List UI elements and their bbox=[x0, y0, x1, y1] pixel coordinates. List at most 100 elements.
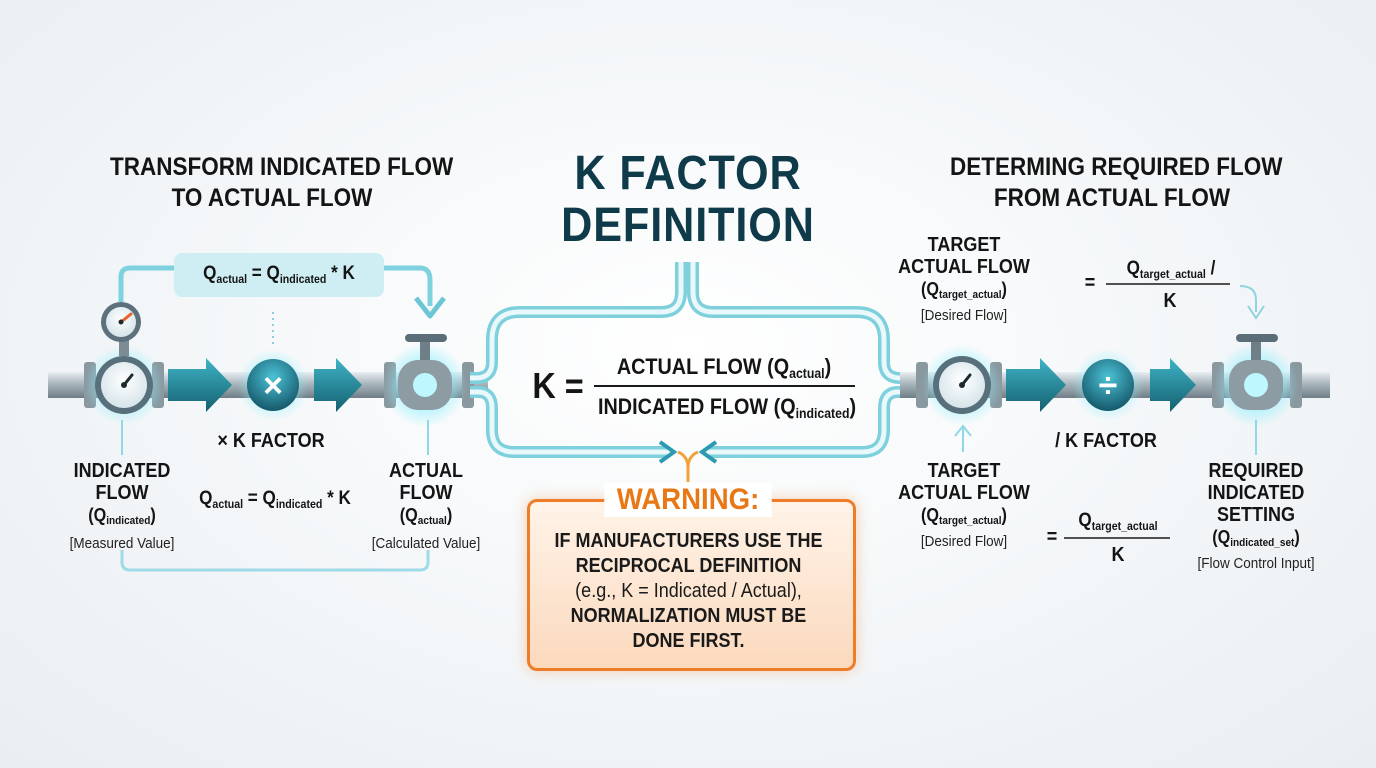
formula-equals: = Q bbox=[243, 488, 276, 509]
target-line2: ACTUAL FLOW bbox=[898, 256, 1030, 278]
denominator-text: INDICATED FLOW (Q bbox=[598, 394, 796, 419]
formula-q: Q bbox=[199, 488, 213, 509]
right-formula-bottom-numerator: Qtarget_actual bbox=[1068, 510, 1169, 533]
formula-highlight-box bbox=[174, 253, 384, 297]
flow-arrow-icon bbox=[168, 358, 232, 412]
left-heading: TRANSFORM INDICATED FLOW TO ACTUAL FLOW bbox=[110, 152, 454, 214]
right-heading: DETERMING REQUIRED FLOW FROM ACTUAL FLOW bbox=[950, 152, 1283, 214]
target-actual-flow-top-label: TARGET ACTUAL FLOW (Qtarget_actual) [Des… bbox=[890, 234, 1038, 327]
symbol-sub: target_actual bbox=[939, 515, 1002, 528]
target-note: [Desired Flow] bbox=[920, 533, 1008, 550]
actual-flow-label: ACTUAL FLOW (Qactual) [Calculated Value] bbox=[354, 460, 498, 555]
divide-k-label: / K FACTOR bbox=[1055, 430, 1157, 452]
formula-sub-actual: actual bbox=[212, 497, 244, 511]
right-formula-top-equals: = bbox=[1084, 272, 1096, 294]
right-formula-top-denominator: K bbox=[1163, 290, 1177, 312]
formula-q: Q bbox=[1126, 258, 1140, 279]
k-symbol: K = bbox=[532, 365, 584, 406]
required-line1: REQUIRED bbox=[1208, 460, 1304, 482]
symbol-q: (Q bbox=[399, 505, 418, 525]
left-heading-line1: TRANSFORM INDICATED FLOW bbox=[110, 153, 454, 181]
formula-sub: target_actual bbox=[1091, 519, 1158, 533]
indicated-line2: FLOW bbox=[95, 482, 149, 504]
indicated-line1: INDICATED bbox=[73, 460, 171, 482]
multiply-operator-icon: × bbox=[237, 349, 309, 421]
bottom-bracket-line bbox=[120, 550, 430, 572]
target-note: [Desired Flow] bbox=[920, 307, 1008, 324]
indicated-note: [Measured Value] bbox=[69, 535, 175, 552]
symbol-close: ) bbox=[150, 505, 156, 525]
warning-text: IF MANUFACTURERS USE THE RECIPROCAL DEFI… bbox=[543, 529, 834, 654]
warning-line: DONE FIRST. bbox=[632, 630, 745, 652]
main-title-line1: K FACTOR bbox=[574, 147, 802, 200]
formula-sub-indicated: indicated bbox=[279, 272, 327, 286]
symbol-q: (Q bbox=[921, 279, 940, 299]
actual-note: [Calculated Value] bbox=[371, 535, 481, 552]
main-title-line2: DEFINITION bbox=[561, 199, 815, 252]
warning-box bbox=[527, 499, 856, 671]
flow-arrow-icon bbox=[314, 358, 362, 412]
target-symbol: (Qtarget_actual) bbox=[890, 504, 1038, 529]
formula-times-k: * K bbox=[322, 488, 351, 509]
right-formula-top-numerator: Qtarget_actual / bbox=[1113, 258, 1230, 281]
symbol-q: (Q bbox=[1212, 527, 1231, 547]
required-symbol: (Qindicated_set) bbox=[1179, 526, 1334, 551]
symbol-close: ) bbox=[446, 505, 453, 525]
warning-line: NORMALIZATION MUST BE bbox=[570, 605, 807, 627]
symbol-sub: indicated_set bbox=[1230, 537, 1295, 550]
symbol-close: ) bbox=[1294, 527, 1300, 547]
multiply-glyph: × bbox=[263, 367, 283, 405]
arrow-down-icon bbox=[1247, 305, 1265, 320]
k-numerator: ACTUAL FLOW (Qactual) bbox=[607, 354, 841, 381]
target-symbol: (Qtarget_actual) bbox=[890, 278, 1038, 303]
formula-sub: target_actual bbox=[1139, 267, 1206, 281]
center-pipe-network bbox=[470, 262, 918, 482]
warning-line: RECIPROCAL DEFINITION bbox=[575, 555, 802, 577]
actual-line2: FLOW bbox=[399, 482, 453, 504]
right-formula-bottom-denominator: K bbox=[1111, 544, 1125, 566]
indicated-flow-meter-icon bbox=[84, 345, 164, 425]
required-setting-valve-icon bbox=[1214, 334, 1298, 427]
indicated-flow-label: INDICATED FLOW (Qindicated) [Measured Va… bbox=[50, 460, 194, 555]
actual-flow-valve-icon bbox=[383, 334, 467, 427]
denominator-close: ) bbox=[849, 394, 857, 419]
multiply-k-label: × K FACTOR bbox=[217, 430, 325, 452]
arrow-left-icon bbox=[698, 440, 718, 464]
warning-connector bbox=[677, 450, 690, 482]
divide-operator-icon: ÷ bbox=[1072, 349, 1144, 421]
symbol-sub: indicated bbox=[106, 515, 151, 528]
right-formula-bottom-equals: = bbox=[1046, 526, 1058, 548]
flow-arrow-icon bbox=[1150, 358, 1196, 412]
required-indicated-setting-label: REQUIRED INDICATED SETTING (Qindicated_s… bbox=[1179, 460, 1334, 575]
target-flow-meter-icon bbox=[922, 345, 1002, 425]
indicated-symbol: (Qindicated) bbox=[50, 504, 194, 529]
left-formula-mid: Qactual = Qindicated * K bbox=[181, 488, 370, 511]
symbol-q: (Q bbox=[921, 505, 940, 525]
formula-loop-line bbox=[384, 265, 433, 306]
main-title: K FACTOR DEFINITION bbox=[553, 148, 823, 252]
pressure-gauge-icon bbox=[101, 302, 141, 356]
left-pipeline: × bbox=[48, 265, 488, 572]
formula-q: Q bbox=[1078, 510, 1092, 531]
actual-line1: ACTUAL bbox=[389, 460, 463, 482]
formula-times-k: * K bbox=[326, 263, 355, 284]
right-heading-line1: DETERMING REQUIRED FLOW bbox=[950, 153, 1283, 181]
symbol-close: ) bbox=[1001, 505, 1007, 525]
arrow-right-icon bbox=[658, 440, 678, 464]
warning-connector bbox=[686, 450, 699, 469]
target-line1: TARGET bbox=[927, 460, 1001, 482]
target-line2: ACTUAL FLOW bbox=[898, 482, 1030, 504]
k-denominator: INDICATED FLOW (Qindicated) bbox=[598, 394, 856, 421]
formula-equals: = Q bbox=[247, 263, 280, 284]
target-actual-flow-bottom-label: TARGET ACTUAL FLOW (Qtarget_actual) [Des… bbox=[890, 460, 1038, 553]
formula-sub-actual: actual bbox=[216, 272, 248, 286]
warning-line: (e.g., K = Indicated / Actual), bbox=[575, 580, 802, 602]
numerator-text: ACTUAL FLOW (Q bbox=[616, 354, 790, 379]
formula-q: Q bbox=[203, 263, 217, 284]
symbol-q: (Q bbox=[88, 505, 107, 525]
arrow-down-connector bbox=[1239, 285, 1257, 312]
formula-sub-indicated: indicated bbox=[275, 497, 323, 511]
formula-loop-line bbox=[118, 265, 174, 302]
arrow-down-icon bbox=[414, 296, 446, 319]
divide-glyph: ÷ bbox=[1099, 367, 1118, 405]
